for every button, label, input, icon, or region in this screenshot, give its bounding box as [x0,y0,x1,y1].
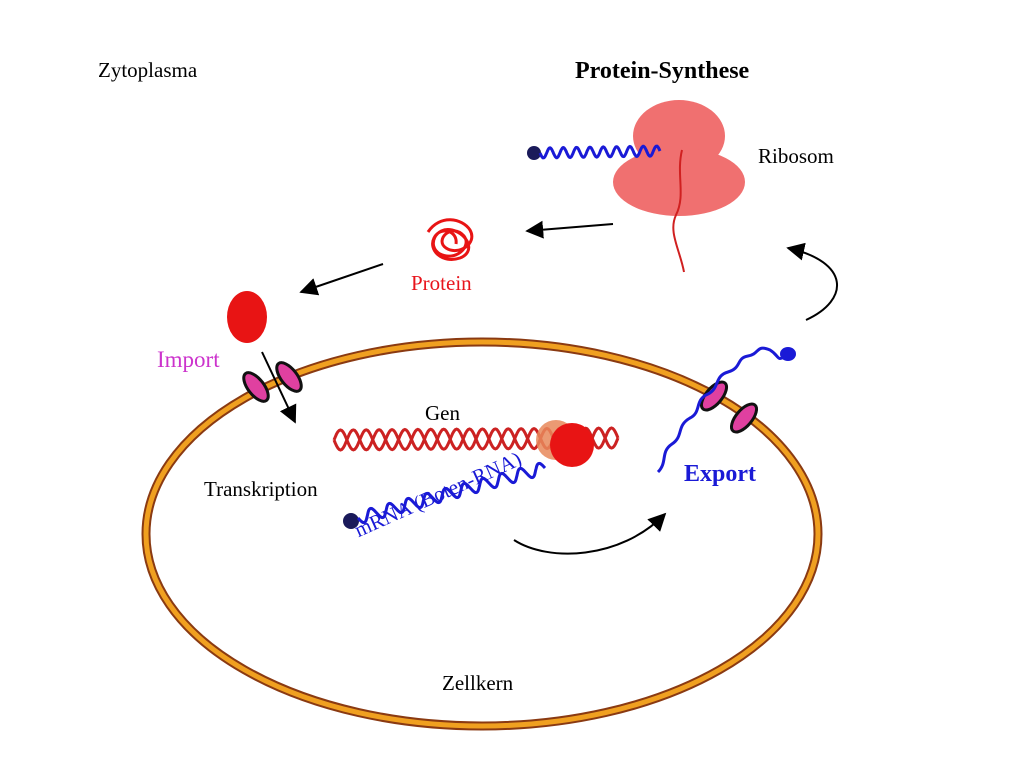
protein-blob [227,291,267,343]
mrna-strand-export [656,346,796,474]
import-label: Import [157,347,220,372]
nuclear-pore-right [699,380,759,434]
dna-helix [332,420,620,467]
cytoplasm-label: Zytoplasma [98,58,198,82]
protein-label: Protein [411,271,472,295]
gene-label: Gen [425,401,460,425]
ribosome [613,100,745,273]
protein-coil-icon [426,218,474,261]
diagram-title: Protein-Synthese [575,58,750,84]
ribosome-label: Ribosom [758,144,834,168]
nucleus-label: Zellkern [442,671,514,695]
nuclear-pore-left [242,361,303,403]
transcription-label: Transkription [204,477,318,501]
export-label: Export [684,461,756,487]
mrna-strand-cytoplasm [527,144,662,160]
nucleus-membrane [141,337,823,731]
mrna-strand-nucleus [343,461,547,529]
arrows [261,220,839,555]
